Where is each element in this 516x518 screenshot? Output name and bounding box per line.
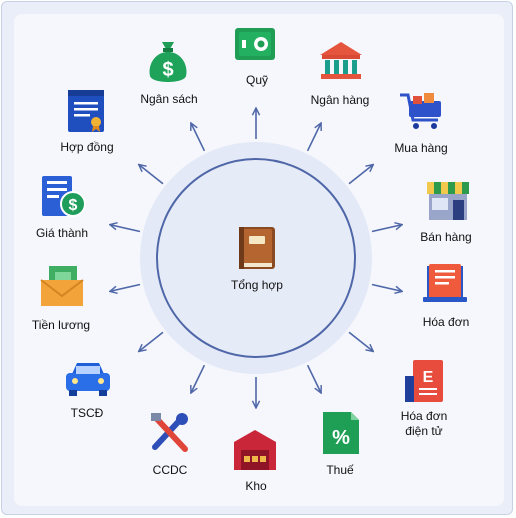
contract-document-icon	[68, 90, 104, 132]
salary-envelope-icon	[40, 266, 84, 306]
module-label-ngan-hang[interactable]: Ngân hàng	[310, 93, 370, 107]
arrow-to-tien-luong	[110, 283, 141, 292]
cost-calculator-icon: $	[42, 176, 86, 217]
svg-text:$: $	[69, 197, 78, 214]
invoice-laptop-icon	[423, 264, 467, 302]
module-label-ccdc[interactable]: CCDC	[152, 463, 188, 477]
module-label-thue[interactable]: Thuế	[326, 463, 354, 477]
percent-tax-icon: %	[323, 412, 359, 454]
arrow-to-hoa-don	[371, 283, 402, 292]
module-label-hoa-don-dien-tu[interactable]: Hóa đơn điện tử	[400, 409, 448, 438]
warehouse-icon	[234, 430, 276, 470]
module-label-hoa-don[interactable]: Hóa đơn	[422, 315, 470, 329]
center-label: Tổng hợp	[231, 278, 283, 292]
module-label-gia-thanh[interactable]: Giá thành	[35, 226, 89, 240]
arrow-to-hop-dong	[139, 165, 164, 185]
arrow-to-gia-thanh	[110, 225, 141, 233]
svg-text:%: %	[332, 427, 350, 449]
module-label-mua-hang[interactable]: Mua hàng	[394, 141, 448, 155]
ledger-book-icon	[239, 227, 275, 269]
arrow-to-ngan-hang	[306, 123, 322, 152]
arrow-to-hoa-don-dien-tu	[348, 331, 373, 351]
safe-box-icon	[235, 28, 275, 60]
arrows	[110, 108, 402, 408]
arrow-to-tscd	[139, 331, 164, 351]
module-label-kho[interactable]: Kho	[245, 479, 267, 493]
arrow-to-ccdc	[191, 364, 206, 393]
money-bag-icon: $	[149, 42, 187, 82]
tools-icon	[151, 413, 188, 452]
svg-text:$: $	[162, 59, 173, 81]
car-icon	[66, 363, 110, 396]
shopping-cart-icon	[400, 93, 441, 129]
module-label-hop-dong[interactable]: Hợp đồng	[60, 140, 114, 154]
module-label-ban-hang[interactable]: Bán hàng	[420, 230, 472, 244]
svg-text:E: E	[423, 369, 434, 386]
arrow-to-ban-hang	[371, 225, 402, 233]
e-invoice-icon: E	[405, 360, 443, 402]
arrow-to-ngan-sach	[191, 123, 206, 152]
module-label-tien-luong[interactable]: Tiền lương	[31, 318, 91, 332]
arrow-to-thue	[306, 364, 322, 393]
shop-store-icon	[427, 182, 469, 220]
module-label-tscd[interactable]: TSCĐ	[70, 406, 104, 420]
arrow-to-mua-hang	[348, 165, 373, 185]
module-label-ngan-sach[interactable]: Ngân sách	[140, 92, 198, 106]
bank-icon	[320, 42, 362, 79]
module-label-quy[interactable]: Quỹ	[245, 73, 269, 87]
